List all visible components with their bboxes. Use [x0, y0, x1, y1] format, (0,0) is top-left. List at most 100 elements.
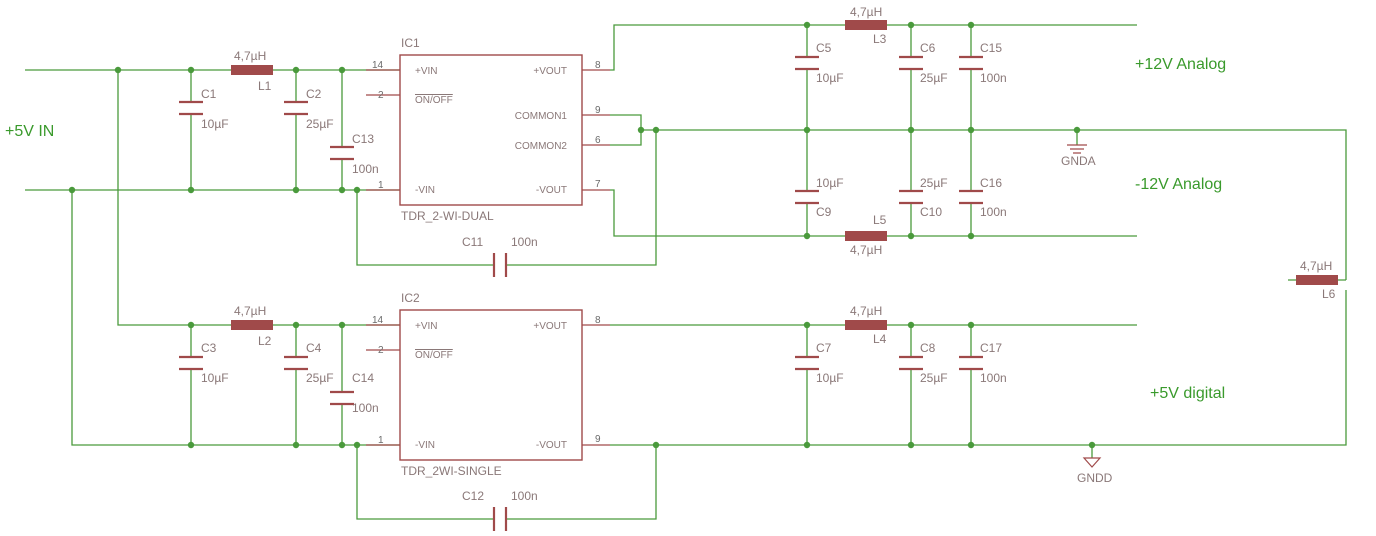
capacitor-c1: C1 10µF — [179, 87, 229, 131]
l3-value: 4,7µH — [850, 5, 882, 19]
gndd-label: GNDD — [1077, 471, 1113, 485]
ic1-pin-common1: COMMON1 — [515, 111, 568, 122]
c17-ref: C17 — [980, 341, 1002, 355]
capacitor-c13: C13 100n — [330, 132, 379, 176]
c16-ref: C16 — [980, 176, 1002, 190]
c5-ref: C5 — [816, 41, 832, 55]
ic2-pinnum-vout-n: 9 — [595, 434, 601, 445]
ic2-pin-vout-p: +VOUT — [533, 321, 567, 332]
ic1-pin-vout-n: -VOUT — [536, 185, 567, 196]
capacitor-c9: 10µF C9 — [795, 176, 844, 219]
c12-ref: C12 — [462, 489, 484, 503]
ic2-pin-onoff: ON/OFF — [415, 350, 453, 361]
inductor-l4: 4,7µH L4 — [845, 304, 887, 346]
l4-ref: L4 — [873, 332, 887, 346]
c9-ref: C9 — [816, 205, 832, 219]
capacitor-c6: C6 25µF — [899, 41, 948, 85]
gnda-label: GNDA — [1061, 154, 1096, 168]
inductor-l1: 4,7µH L1 — [231, 49, 273, 93]
ground-gndd-symbol: GNDD — [1077, 457, 1113, 485]
l2-value: 4,7µH — [234, 304, 266, 318]
c12-value: 100n — [511, 489, 538, 503]
ic2: IC2 TDR_2WI-SINGLE +VIN ON/OFF -VIN +VOU… — [366, 291, 610, 478]
c13-value: 100n — [352, 162, 379, 176]
capacitor-c15: C15 100n — [959, 41, 1007, 85]
c7-value: 10µF — [816, 371, 844, 385]
c17-value: 100n — [980, 371, 1007, 385]
c10-ref: C10 — [920, 205, 942, 219]
net-label-12v-analog: +12V Analog — [1135, 56, 1226, 73]
capacitor-c7: C7 10µF — [795, 341, 844, 385]
l6-value: 4,7µH — [1300, 259, 1332, 273]
capacitor-c17: C17 100n — [959, 341, 1007, 385]
inductor-l5: L5 4,7µH — [845, 213, 887, 257]
c3-value: 10µF — [201, 371, 229, 385]
capacitor-c14: C14 100n — [330, 371, 379, 415]
ic1-pinnum-vin-n: 1 — [378, 180, 384, 191]
capacitor-c2: C2 25µF — [284, 87, 334, 131]
c13-ref: C13 — [352, 132, 374, 146]
ic2-pinnum-vin-p: 14 — [372, 315, 384, 326]
capacitor-c11: C11 100n — [462, 235, 538, 277]
ic1-pinnum-vout-p: 8 — [595, 60, 601, 71]
capacitor-c16: C16 100n — [959, 176, 1007, 219]
capacitor-c4: C4 25µF — [284, 341, 334, 385]
net-label-5v-in: +5V IN — [5, 123, 54, 140]
ic1-pin-common2: COMMON2 — [515, 141, 568, 152]
c9-value: 10µF — [816, 176, 844, 190]
c1-ref: C1 — [201, 87, 217, 101]
ic2-part: TDR_2WI-SINGLE — [401, 464, 502, 478]
c8-value: 25µF — [920, 371, 948, 385]
inductor-l3: 4,7µH L3 — [845, 5, 887, 46]
l5-value: 4,7µH — [850, 243, 882, 257]
ic1-pinnum-common2: 6 — [595, 135, 601, 146]
ic2-ref: IC2 — [401, 291, 420, 305]
capacitor-c10: 25µF C10 — [899, 176, 948, 219]
c7-ref: C7 — [816, 341, 832, 355]
l3-ref: L3 — [873, 32, 887, 46]
ic2-pin-vin-p: +VIN — [415, 321, 438, 332]
capacitor-c5: C5 10µF — [795, 41, 844, 85]
l4-value: 4,7µH — [850, 304, 882, 318]
capacitor-c3: C3 10µF — [179, 341, 229, 385]
ic2-pin-vin-n: -VIN — [415, 440, 435, 451]
l1-ref: L1 — [258, 79, 272, 93]
c14-value: 100n — [352, 401, 379, 415]
ic2-pinnum-vout-p: 8 — [595, 315, 601, 326]
c11-ref: C11 — [462, 235, 483, 249]
inductor-l6: 4,7µH L6 — [1288, 259, 1346, 301]
ic2-pinnum-onoff: 2 — [378, 345, 384, 356]
ic1-ref: IC1 — [401, 36, 420, 50]
c15-value: 100n — [980, 71, 1007, 85]
c8-ref: C8 — [920, 341, 936, 355]
l6-ref: L6 — [1322, 287, 1336, 301]
ic1-pin-onoff: ON/OFF — [415, 95, 453, 106]
ic2-pin-vout-n: -VOUT — [536, 440, 567, 451]
ic1-pin-vin-p: +VIN — [415, 66, 438, 77]
c3-ref: C3 — [201, 341, 217, 355]
c10-value: 25µF — [920, 176, 948, 190]
c5-value: 10µF — [816, 71, 844, 85]
net-label-5v-digital: +5V digital — [1150, 385, 1225, 402]
ic1-pin-vout-p: +VOUT — [533, 66, 567, 77]
c11-value: 100n — [511, 235, 538, 249]
c4-ref: C4 — [306, 341, 322, 355]
ic1-part: TDR_2-WI-DUAL — [401, 209, 494, 223]
net-label-minus-12v-analog: -12V Analog — [1135, 176, 1222, 193]
inductor-l2: 4,7µH L2 — [231, 304, 273, 348]
c4-value: 25µF — [306, 371, 334, 385]
c6-value: 25µF — [920, 71, 948, 85]
capacitor-c12: C12 100n — [462, 489, 538, 531]
ic1-pinnum-onoff: 2 — [378, 90, 384, 101]
ic2-pinnum-vin-n: 1 — [378, 435, 384, 446]
c2-ref: C2 — [306, 87, 322, 101]
ic1-pinnum-common1: 9 — [595, 105, 601, 116]
junctions — [68, 21, 1096, 449]
c6-ref: C6 — [920, 41, 936, 55]
ic1-pinnum-vout-n: 7 — [595, 179, 601, 190]
c1-value: 10µF — [201, 117, 229, 131]
c2-value: 25µF — [306, 117, 334, 131]
l1-value: 4,7µH — [234, 49, 266, 63]
c15-ref: C15 — [980, 41, 1002, 55]
